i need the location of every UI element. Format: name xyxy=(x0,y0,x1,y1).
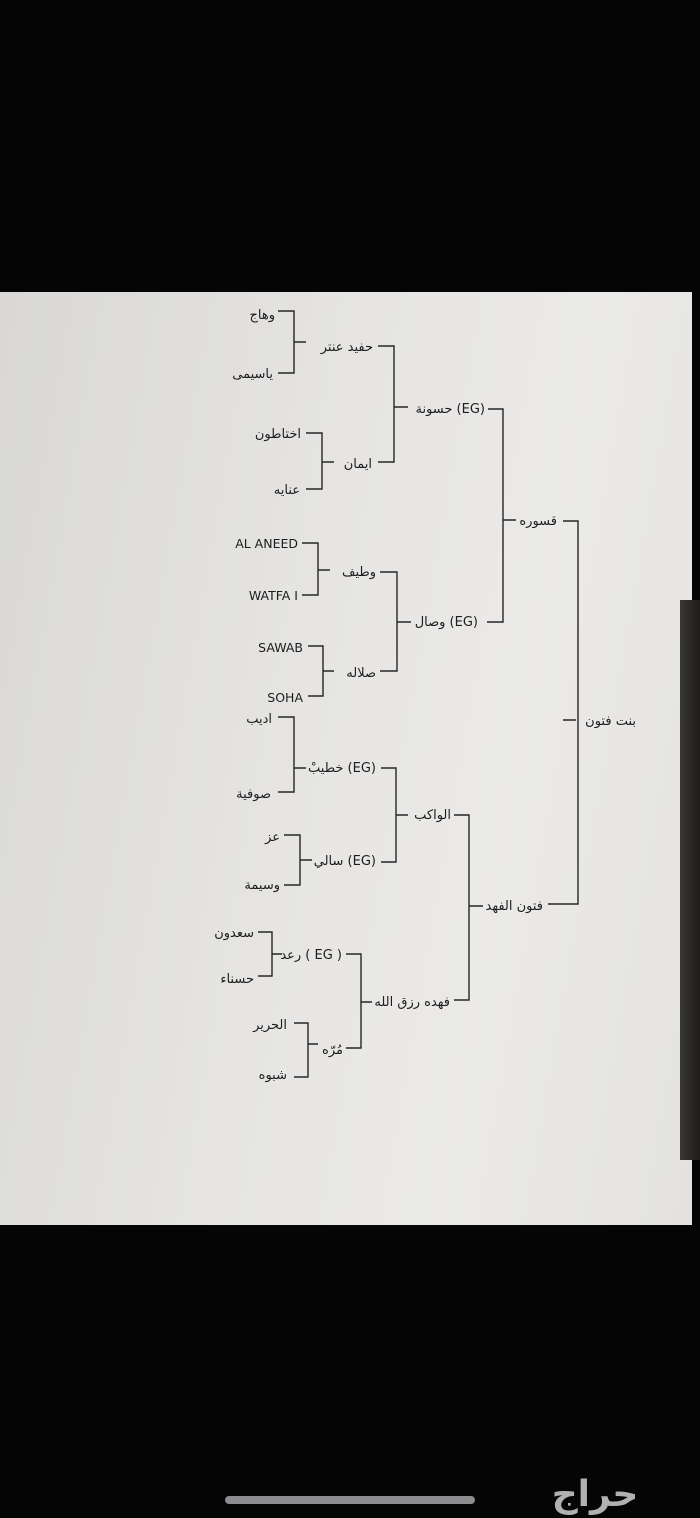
dam-sire-name: الواكب xyxy=(414,808,451,823)
root-horse-name: بنت فتون xyxy=(585,714,636,729)
bracket-ssd xyxy=(306,432,334,490)
paper-edge xyxy=(680,600,700,1160)
sire-dam-name: وصال (EG) xyxy=(415,615,478,630)
sds-sire-name: AL ANEED xyxy=(235,536,298,551)
dsd-sire-name: عز xyxy=(264,830,280,845)
bracket-sds xyxy=(302,542,330,596)
sire-name: قسوره xyxy=(519,514,557,529)
bracket-sss xyxy=(278,310,306,374)
haraj-watermark-logo: حراج xyxy=(551,1474,639,1515)
sd-dam-name: صلاله xyxy=(346,666,376,681)
ddd-sire-name: الحرير xyxy=(252,1018,287,1033)
sire-sire-name: حسونة (EG) xyxy=(415,402,485,417)
bracket-ss xyxy=(378,345,408,463)
ss-sire-name: حفيد عنتر xyxy=(320,340,373,355)
bracket-dsd xyxy=(284,834,312,886)
sss-dam-name: ياسيمى xyxy=(232,367,273,382)
bracket-ds xyxy=(381,767,408,863)
sd-sire-name: وطيف xyxy=(342,565,376,580)
home-indicator-bar[interactable] xyxy=(225,1496,475,1504)
ss-dam-name: ايمان xyxy=(344,457,372,472)
sss-sire-name: وهاج xyxy=(250,308,276,323)
sdd-sire-name: SAWAB xyxy=(258,640,303,655)
bracket-ddd xyxy=(294,1022,318,1078)
dds-dam-name: حسناء xyxy=(220,972,254,987)
dss-sire-name: اديب xyxy=(246,712,272,727)
bracket-sd xyxy=(380,571,411,672)
sdd-dam-name: SOHA xyxy=(267,690,303,705)
dam-dam-name: فهده رزق الله xyxy=(374,995,450,1010)
pedigree-chart: بنت فتون قسوره فتون الفهد حسونة (EG) وصا… xyxy=(214,308,636,1083)
dds-sire-name: سعدون xyxy=(214,926,254,941)
dd-sire-name: رعد ( EG ) xyxy=(280,948,342,963)
dss-dam-name: صوفية xyxy=(236,787,271,802)
paper-sheet xyxy=(0,292,692,1225)
bracket-sdd xyxy=(308,645,334,697)
ssd-dam-name: عنايه xyxy=(274,483,300,498)
dsd-dam-name: وسيمة xyxy=(244,878,280,893)
ddd-dam-name: شبوه xyxy=(259,1068,287,1083)
bracket-sire xyxy=(487,408,516,623)
ds-dam-name: سالي (EG) xyxy=(314,854,376,869)
dam-name: فتون الفهد xyxy=(486,899,544,914)
ssd-sire-name: اختاطون xyxy=(255,427,301,442)
ds-sire-name: خطيبْ (EG) xyxy=(308,761,376,776)
sds-dam-name: WATFA I xyxy=(249,588,298,603)
bracket-dd xyxy=(346,953,372,1049)
bracket-dss xyxy=(278,716,306,793)
bracket-dds xyxy=(258,931,282,977)
bracket-root xyxy=(548,520,579,905)
dd-dam-name: مُرّه xyxy=(322,1043,343,1058)
bracket-dam xyxy=(454,814,483,1001)
